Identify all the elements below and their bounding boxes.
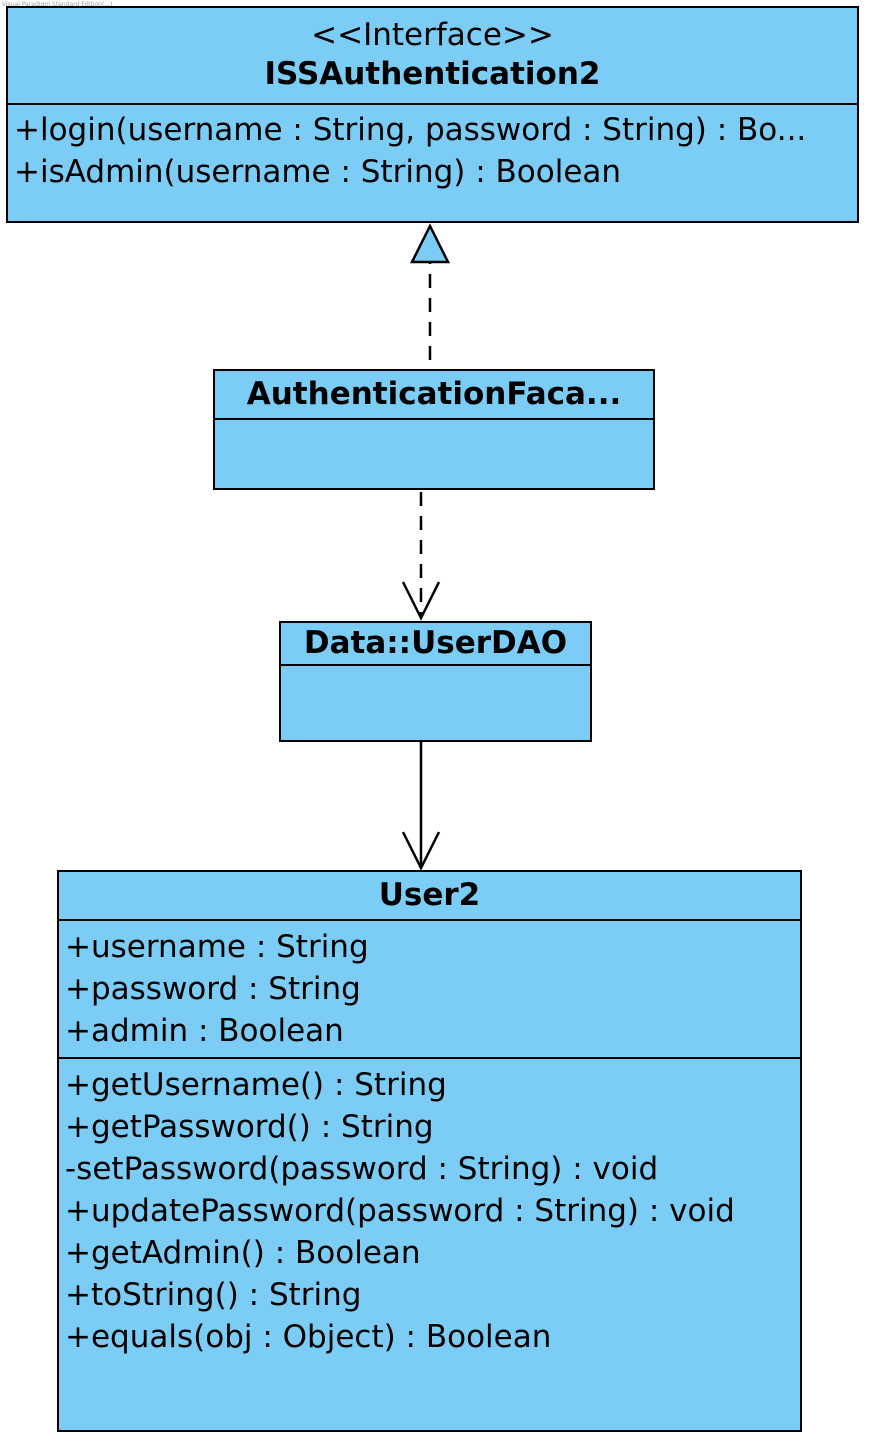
class-user2[interactable]: User2 +username : String +password : Str… [57,870,802,1432]
empty-compartment [215,420,653,426]
dependency-arrowhead [401,581,441,621]
class-name: User2 [378,877,481,913]
class-name: AuthenticationFaca... [246,376,622,412]
association-arrowhead [401,831,441,871]
attribute: +password : String [65,971,361,1007]
class-iss-authentication2[interactable]: <<Interface>> ISSAuthentication2 +login(… [6,6,859,223]
class-authentication-facade[interactable]: AuthenticationFaca... [213,369,655,490]
operation: +toString() : String [65,1277,362,1313]
class-header: User2 [59,872,800,921]
realization-arrowhead [409,223,451,264]
operation: +getUsername() : String [65,1067,447,1103]
operation: +login(username : String, password : Str… [14,112,807,148]
watermark-text: Visual Paradigm Standard Edition(...) [2,1,113,8]
empty-compartment [281,666,590,672]
operation: +getPassword() : String [65,1109,434,1145]
class-user-dao[interactable]: Data::UserDAO [279,621,592,742]
attribute: +username : String [65,929,369,965]
stereotype-label: <<Interface>> [311,17,554,53]
class-header: <<Interface>> ISSAuthentication2 [8,8,857,105]
operations-compartment: +getUsername() : String +getPassword() :… [59,1059,800,1358]
dependency-connector[interactable] [401,492,441,621]
operation: +getAdmin() : Boolean [65,1235,421,1271]
attribute: +admin : Boolean [65,1013,344,1049]
operations-compartment: +login(username : String, password : Str… [8,105,857,193]
class-name: Data::UserDAO [303,625,568,661]
operation: -setPassword(password : String) : void [65,1151,659,1187]
class-header: Data::UserDAO [281,623,590,666]
operation: +isAdmin(username : String) : Boolean [14,154,622,190]
class-header: AuthenticationFaca... [215,371,653,420]
operation: +equals(obj : Object) : Boolean [65,1319,552,1355]
attributes-compartment: +username : String +password : String +a… [59,921,800,1059]
class-name: ISSAuthentication2 [264,56,601,92]
operation: +updatePassword(password : String) : voi… [65,1193,735,1229]
association-connector[interactable] [401,742,441,871]
realization-connector[interactable] [409,223,451,360]
